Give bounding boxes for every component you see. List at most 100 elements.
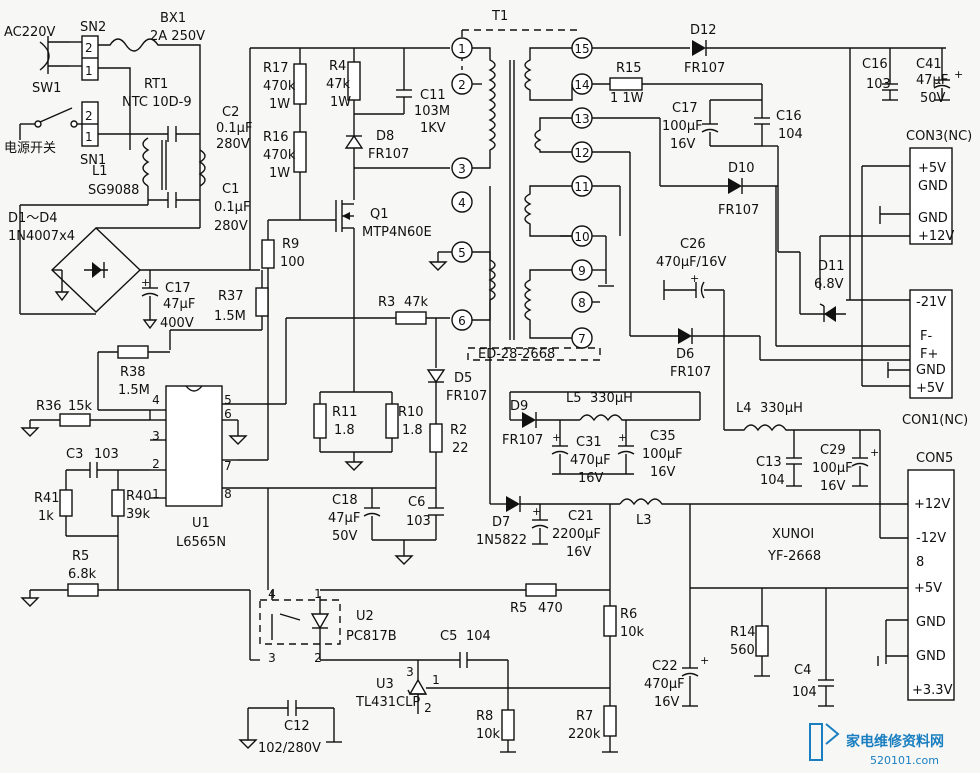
ground-symbol [228,435,248,445]
svg-text:0.1μF: 0.1μF [216,121,252,136]
inductor-l4 [724,424,880,432]
svg-text:U1: U1 [192,516,210,531]
sw1-label: SW1 [32,81,61,96]
connector-con5 [907,469,955,701]
sn1-label: SN1 [80,153,106,168]
svg-text:100: 100 [280,255,305,270]
svg-text:100μF: 100μF [662,119,703,134]
board-brand: XUNOI [772,527,814,542]
ntc-value: NTC 10D-9 [122,95,192,110]
svg-text:47μF: 47μF [916,73,948,88]
svg-text:280V: 280V [214,219,248,234]
diode-d6 [678,328,692,344]
svg-text:L3: L3 [636,513,652,528]
svg-text:3: 3 [152,429,160,443]
resistor-r3 [395,311,427,325]
svg-text:16V: 16V [566,545,592,560]
board-model: YF-2668 [767,549,821,564]
svg-text:1.8: 1.8 [402,423,423,438]
svg-text:GND: GND [916,363,946,378]
svg-text:R8: R8 [476,709,493,724]
svg-text:C2: C2 [222,105,239,120]
mosfet-q1: Q1 MTP4N60E R9 100 [238,200,432,461]
svg-text:16V: 16V [578,471,604,486]
svg-text:104: 104 [466,629,491,644]
svg-text:14: 14 [574,78,589,92]
diode-d12 [692,40,706,56]
svg-text:3: 3 [458,162,466,176]
resistor-r10 [385,403,399,439]
svg-text:+: + [141,276,150,289]
fuse-value: 2A 250V [150,29,205,44]
svg-text:R16: R16 [263,130,289,145]
resistor-r41 [59,489,73,517]
svg-text:C18: C18 [332,493,358,508]
svg-text:16V: 16V [650,465,676,480]
svg-text:2: 2 [152,457,160,471]
svg-text:Q1: Q1 [370,207,389,222]
svg-text:L4: L4 [736,401,752,416]
svg-text:+: + [552,431,561,444]
svg-text:C35: C35 [650,429,676,444]
svg-text:22: 22 [452,441,469,456]
svg-text:1.5M: 1.5M [118,383,150,398]
ground-symbol [394,555,414,565]
watermark-url: 520101.com [870,754,939,767]
svg-text:470μF: 470μF [570,453,611,468]
svg-text:9: 9 [578,264,586,278]
svg-text:1: 1 [85,64,93,78]
svg-text:C6: C6 [408,495,425,510]
resistor-r2 [429,423,443,453]
svg-text:R40: R40 [126,489,152,504]
svg-text:100μF: 100μF [642,447,683,462]
feedback-compensation: C3 103 R41 1k R40 39k R5 6.8k [20,447,260,661]
svg-text:FR107: FR107 [446,389,487,404]
svg-text:F-: F- [920,329,932,344]
svg-text:7: 7 [224,459,232,473]
svg-text:3: 3 [406,665,414,679]
svg-text:6: 6 [458,314,466,328]
svg-text:D11: D11 [818,259,845,274]
svg-text:R10: R10 [398,405,424,420]
svg-text:FR107: FR107 [718,203,759,218]
fuse-ref: BX1 [160,11,186,26]
svg-text:C31: C31 [576,435,602,450]
diode-d8 [344,134,364,149]
svg-text:C4: C4 [794,663,811,678]
svg-text:13: 13 [574,112,589,126]
svg-text:D6: D6 [676,347,694,362]
svg-text:470k: 470k [263,148,296,163]
svg-text:6.8V: 6.8V [814,277,844,292]
svg-text:L6565N: L6565N [176,535,226,550]
svg-text:1k: 1k [38,509,54,524]
svg-text:15: 15 [574,42,589,56]
svg-text:470: 470 [538,601,563,616]
shunt-regulator-u3 [408,678,428,695]
svg-text:R5: R5 [510,601,527,616]
current-sense: R11 1.8 R10 1.8 [313,391,424,471]
svg-text:TL431CLP: TL431CLP [355,695,420,710]
svg-text:+5V: +5V [916,381,944,396]
svg-text:2: 2 [85,109,93,123]
svg-text:15k: 15k [68,399,93,414]
inductor-l3 [619,498,908,506]
svg-text:+: + [954,68,963,81]
resistor-r9 [261,239,275,269]
svg-text:GND: GND [916,615,946,630]
startup-network: R37 1.5M R38 1.5M R36 15k [20,270,269,437]
svg-text:2: 2 [85,41,93,55]
svg-text:R6: R6 [620,607,637,622]
mains-input: AC220V SN2 2 1 SW1 电源开关 2 1 SN2 SN1 BX1 … [4,11,252,315]
svg-text:CON3(NC): CON3(NC) [906,129,972,144]
resistor-r38 [117,345,149,359]
svg-text:220k: 220k [568,727,601,742]
svg-text:280V: 280V [216,137,250,152]
svg-text:D8: D8 [376,129,394,144]
secondary-rails: D12 FR107 C16 103 + C41 47μF 50V R15 1 1… [476,23,972,710]
transformer-t1: T1 ED-28-2668 1 2 3 4 5 6 15 14 13 12 11… [428,9,614,362]
svg-text:47k: 47k [326,77,351,92]
svg-text:2: 2 [314,651,322,665]
svg-text:2: 2 [458,78,466,92]
